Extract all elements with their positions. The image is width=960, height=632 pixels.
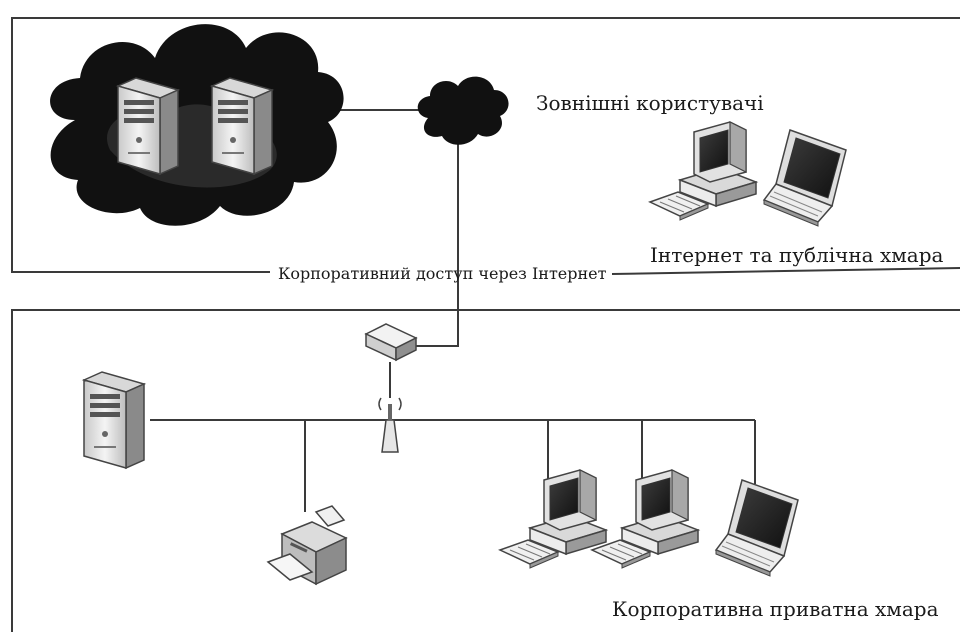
cloud-icon bbox=[417, 76, 509, 145]
server-icon bbox=[211, 77, 273, 175]
wireless-access-point-icon bbox=[378, 397, 402, 453]
desktop-computer-icon bbox=[591, 469, 699, 569]
laptop-icon bbox=[763, 129, 847, 227]
printer-icon bbox=[266, 505, 348, 586]
server-icon bbox=[117, 77, 179, 175]
desktop-computer-icon bbox=[499, 469, 607, 569]
corporate-access-label: Корпоративний доступ через Інтернет bbox=[278, 264, 607, 283]
public-zone-border bbox=[11, 17, 960, 273]
cloud-icon bbox=[50, 24, 344, 226]
laptop-icon bbox=[715, 479, 799, 577]
external-users-label: Зовнішні користувачі bbox=[536, 91, 764, 115]
public-zone-border-right bbox=[611, 267, 960, 275]
corporate-private-cloud-label: Корпоративна приватна хмара bbox=[612, 597, 939, 621]
internet-public-cloud-label: Інтернет та публічна хмара bbox=[650, 243, 944, 267]
desktop-computer-icon bbox=[649, 121, 757, 221]
private-zone-border bbox=[11, 309, 960, 632]
router-icon bbox=[364, 323, 418, 362]
link-internet-to-router bbox=[412, 140, 459, 347]
server-icon bbox=[83, 371, 145, 469]
